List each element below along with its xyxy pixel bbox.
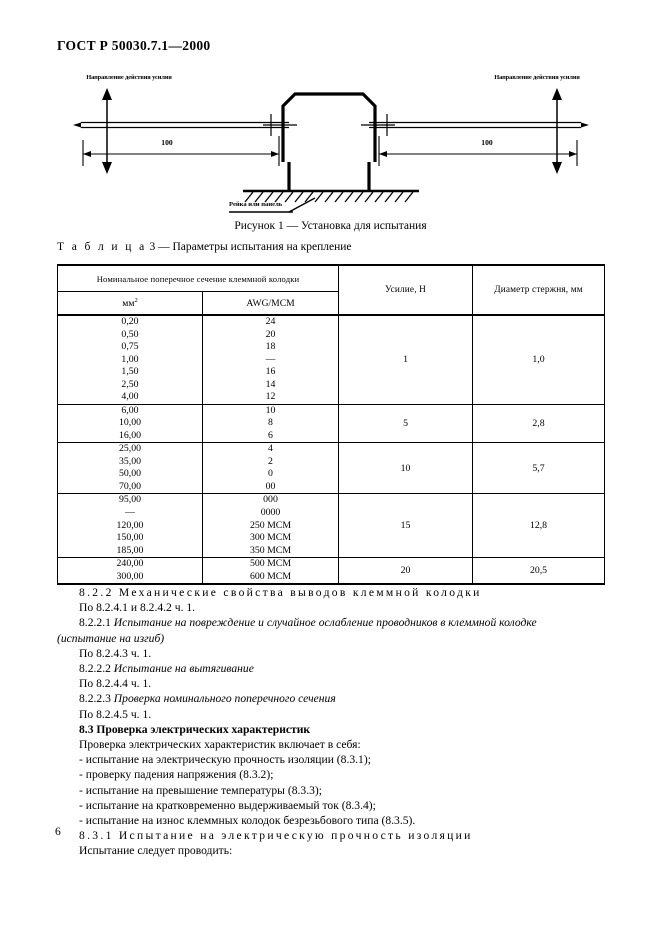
figure-label-left-force-direction: Направление действия усилия xyxy=(86,74,172,81)
heading-8-3: 8.3 Проверка электрических характеристик xyxy=(79,722,311,736)
figure-dimension-right: 100 xyxy=(481,138,493,147)
text-8-2-4-3: По 8.2.4.3 ч. 1. xyxy=(79,646,152,660)
heading-8-3-1: 8.3.1 Испытание на электрическую прочнос… xyxy=(79,829,473,843)
standard-header: ГОСТ Р 50030.7.1—2000 xyxy=(57,38,211,53)
heading-8-2-2: 8.2.2 Механические свойства выводов клем… xyxy=(79,586,482,599)
table-cell-force: 15 xyxy=(338,493,474,559)
list-item-8-3-4: - испытание на кратковременно выдерживае… xyxy=(79,798,376,812)
heading-8-2-2-1-cont: (испытание на изгиб) xyxy=(57,631,165,645)
table-header-group-section: Номинальное поперечное сечение клеммной … xyxy=(56,264,340,292)
table-cell-diameter: 20,5 xyxy=(472,557,606,586)
text-8-2-4-4: По 8.2.4.4 ч. 1. xyxy=(79,677,152,691)
table-cell-force: 5 xyxy=(338,403,474,444)
table-title-number: 3 xyxy=(149,241,156,253)
table-title-text: — Параметры испытания на крепление xyxy=(158,241,352,253)
list-item-8-3-2: - проверку падения напряжения (8.3.2); xyxy=(79,768,274,782)
table-title-prefix: Т а б л и ц а xyxy=(57,241,147,253)
heading-8-2-2-3-num: 8.2.2.3 xyxy=(79,692,111,706)
list-item-8-3-3: - испытание на превышение температуры (8… xyxy=(79,783,322,797)
heading-8-2-2-1-title: Испытание на повреждение и случайное осл… xyxy=(113,616,537,630)
table-cell-force: 20 xyxy=(338,557,474,586)
figure-dimension-left: 100 xyxy=(161,138,173,147)
table-header: Номинальное поперечное сечение клеммной … xyxy=(56,264,606,316)
heading-8-2-2-2-num: 8.2.2.2 xyxy=(79,662,111,676)
text-8-2-4-5: По 8.2.4.5 ч. 1. xyxy=(79,707,152,721)
heading-8-2-2-2-title: Испытание на вытягивание xyxy=(113,662,254,676)
table-cell-force: 1 xyxy=(338,313,474,405)
table-header-diameter: Диаметр стержня, мм xyxy=(472,264,606,316)
table-header-awg: AWG/MCM xyxy=(201,291,340,316)
text-8-2-4-1: По 8.2.4.1 и 8.2.4.2 ч. 1. xyxy=(79,601,196,615)
figure-caption: Рисунок 1 — Установка для испытания xyxy=(234,220,427,232)
heading-8-2-2-2: 8.2.2.2 Испытание на вытягивание xyxy=(57,661,607,676)
list-item-8-3-5: - испытание на износ клеммных колодок бе… xyxy=(79,814,416,828)
table-cell-diameter: 1,0 xyxy=(472,313,606,405)
figure-drawing xyxy=(73,88,589,213)
table-header-force: Усилие, Н xyxy=(338,264,474,316)
table-title: Т а б л и ц а 3 — Параметры испытания на… xyxy=(57,241,352,253)
table-cell-diameter: 5,7 xyxy=(472,442,606,495)
table-cell-diameter: 2,8 xyxy=(472,403,606,444)
figure-rail-label: Рейка или панель xyxy=(229,201,283,208)
heading-8-2-2-1-num: 8.2.2.1 xyxy=(79,616,111,630)
list-item-8-3-1: - испытание на электрическую прочность и… xyxy=(79,753,371,767)
table-header-mm2: мм2 xyxy=(57,291,203,316)
text-8-3-intro: Проверка электрических характеристик вкл… xyxy=(79,738,361,752)
table-fastening-test-parameters: Номинальное поперечное сечение клеммной … xyxy=(56,264,606,586)
page-number: 6 xyxy=(55,826,61,838)
figure-label-right-force-direction: Направление действия усилия xyxy=(494,74,580,81)
table-header-mm2-sup: 2 xyxy=(134,296,138,304)
body-text: 8.2.2 Механические свойства выводов клем… xyxy=(57,585,607,859)
heading-8-2-2-1: 8.2.2.1 Испытание на повреждение и случа… xyxy=(57,615,607,630)
text-8-3-1-intro: Испытание следует проводить: xyxy=(79,844,233,858)
table-header-mm2-text: мм xyxy=(122,297,135,309)
table-cell-diameter: 12,8 xyxy=(472,493,606,559)
heading-8-2-2-3: 8.2.2.3 Проверка номинального поперечног… xyxy=(57,691,607,706)
table-cell-force: 10 xyxy=(338,442,474,495)
figure-test-setup: Направление действия усилия Направление … xyxy=(57,66,605,216)
heading-8-2-2-3-title: Проверка номинального поперечного сечени… xyxy=(113,692,336,706)
